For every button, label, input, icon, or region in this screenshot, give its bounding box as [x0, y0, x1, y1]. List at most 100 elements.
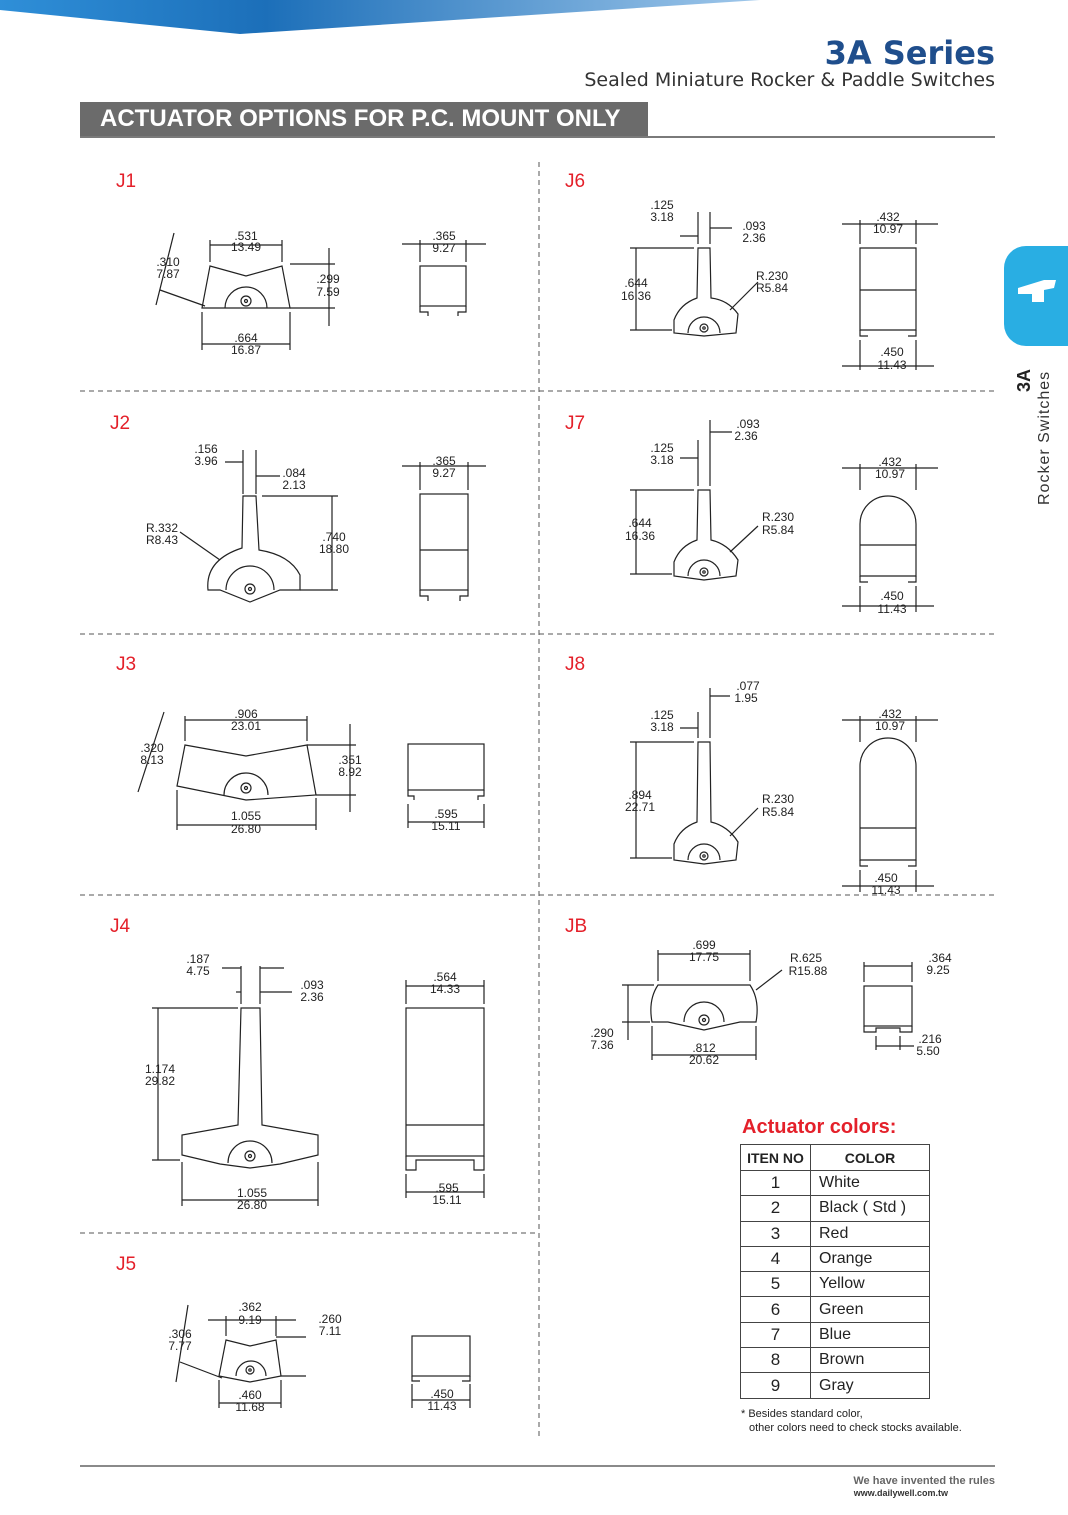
footer-url[interactable]: www.dailywell.com.tw	[853, 1488, 948, 1498]
colors-header-item: ITEN NO	[740, 1144, 811, 1171]
color-name: Gray	[810, 1372, 930, 1399]
section-title: ACTUATOR OPTIONS FOR P.C. MOUNT ONLY	[80, 102, 648, 136]
j6-drawing	[630, 212, 938, 370]
side-tab[interactable]	[1004, 246, 1068, 346]
series-title: 3A Series	[824, 34, 995, 72]
option-label-j3: J3	[116, 654, 137, 675]
j6-dim: .432	[876, 210, 900, 224]
j1-dim: 16.87	[231, 343, 261, 357]
j8-dim: 10.97	[875, 719, 905, 733]
j3-dim: .595	[434, 807, 458, 821]
j8-dim: 11.43	[871, 883, 900, 897]
rocker-switch-icon	[1018, 280, 1056, 302]
j6-dim: R5.84	[756, 281, 788, 295]
j7-dim: 11.43	[877, 602, 906, 616]
color-name: Green	[810, 1296, 930, 1323]
j1-drawing	[155, 232, 486, 350]
color-name: Brown	[810, 1347, 930, 1374]
j7-dim: .644	[628, 516, 652, 530]
jb-dim: 7.36	[590, 1038, 614, 1052]
j4-dim: .564	[433, 970, 457, 984]
j8-dim: .894	[628, 788, 652, 802]
j5-dim: 9.19	[238, 1313, 262, 1327]
j3-dim: 26.80	[231, 822, 261, 836]
jb-drawing	[622, 950, 914, 1060]
j2-dim: 3.96	[194, 454, 218, 468]
option-label-j2: J2	[110, 413, 131, 434]
j8-dim: .077	[736, 679, 760, 693]
option-label-j8: J8	[565, 654, 586, 675]
j5-dim: 11.43	[427, 1399, 456, 1413]
j1-dim: .310	[156, 255, 180, 269]
j4-dim: 1.174	[145, 1062, 175, 1076]
j8-dim: 1.95	[734, 691, 758, 705]
jb-dim: .364	[928, 951, 952, 965]
j7-drawing	[630, 420, 938, 612]
j4-dim: 2.36	[300, 990, 324, 1004]
color-name: Black ( Std )	[810, 1195, 930, 1222]
j8-dim: 22.71	[625, 800, 655, 814]
item-number: 8	[740, 1347, 811, 1374]
color-name: White	[810, 1169, 930, 1197]
j4-drawing	[152, 966, 485, 1206]
j5-dim: .460	[238, 1388, 262, 1402]
j5-dim: .450	[430, 1387, 454, 1401]
item-number: 4	[740, 1245, 811, 1273]
jb-dim: R.625	[790, 951, 822, 965]
j3-drawing	[137, 711, 485, 830]
j2-drawing	[179, 450, 486, 603]
j1-dim: .365	[432, 229, 456, 243]
j4-dim: 14.33	[430, 982, 460, 996]
j6-dim: 11.43	[877, 358, 906, 372]
j8-dim: .450	[874, 871, 898, 885]
j6-dim: 3.18	[650, 210, 674, 224]
option-label-j4: J4	[110, 916, 131, 937]
j3-dim: .351	[338, 753, 362, 767]
j1-dim: 7.59	[316, 285, 340, 299]
colors-title: Actuator colors:	[742, 1116, 897, 1138]
item-number: 5	[740, 1271, 811, 1298]
j6-dim: 2.36	[742, 231, 766, 245]
grid-separators	[80, 162, 995, 1440]
option-label-j7: J7	[565, 413, 586, 434]
j2-dim: .365	[432, 454, 456, 468]
j2-dim: .084	[282, 466, 306, 480]
option-label-j6: J6	[565, 171, 586, 192]
colors-note: other colors need to check stocks availa…	[749, 1422, 962, 1434]
j1-dim: 13.49	[231, 240, 261, 254]
colors-note: * Besides standard color,	[741, 1408, 863, 1420]
j7-dim: .093	[736, 417, 760, 431]
j3-dim: 1.055	[231, 809, 261, 823]
j4-dim: .093	[300, 978, 324, 992]
j1-dim: 9.27	[432, 241, 456, 255]
colors-header-color: COLOR	[810, 1144, 930, 1171]
j8-dim: R5.84	[762, 805, 794, 819]
j4-dim: 29.82	[145, 1074, 175, 1088]
j2-dim: 2.13	[282, 478, 306, 492]
j7-dim: 2.36	[734, 429, 758, 443]
j2-dim: .740	[322, 530, 346, 544]
j2-dim: 18.80	[319, 542, 349, 556]
color-name: Blue	[810, 1321, 930, 1349]
jb-dim: 20.62	[689, 1053, 719, 1067]
j3-dim: 8.92	[338, 765, 362, 779]
j4-dim: 26.80	[237, 1198, 267, 1212]
j5-dim: 7.77	[168, 1339, 192, 1353]
footer-tagline: We have invented the rules	[853, 1475, 995, 1487]
j7-dim: .450	[880, 589, 904, 603]
series-subtitle: Sealed Miniature Rocker & Paddle Switche…	[584, 69, 995, 91]
j5-dim: .260	[318, 1312, 342, 1326]
option-label-j5: J5	[116, 1254, 137, 1275]
footer-divider	[80, 1465, 995, 1467]
jb-dim: .812	[692, 1041, 716, 1055]
j4-dim: 1.055	[237, 1186, 267, 1200]
j8-dim: .432	[878, 707, 902, 721]
j1-dim: 7.87	[156, 267, 180, 281]
